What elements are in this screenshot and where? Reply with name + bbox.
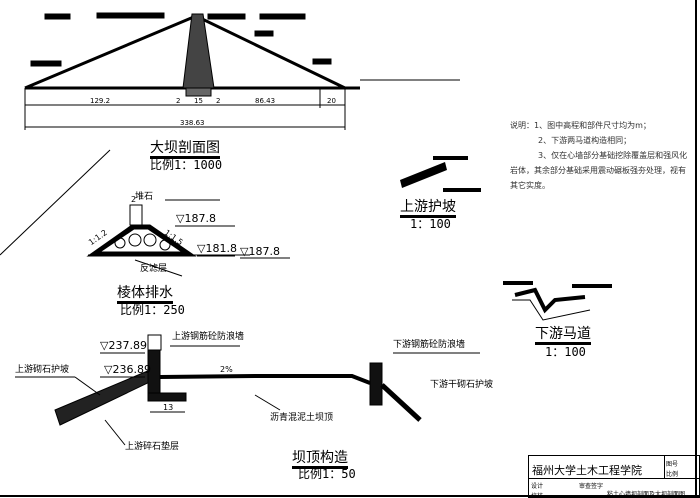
top-width-label: 2 — [131, 195, 137, 204]
filter-label: 反滤层 — [140, 264, 168, 274]
prism-title: 棱体排水 — [117, 286, 173, 304]
downstream-berm-scale: 1：100 — [545, 345, 586, 359]
dim-label: 86.43 — [255, 97, 276, 105]
dam-section-scale: 比例1：1000 — [150, 158, 223, 172]
cell-drawing-name: 粘土心墙坝剖面及大坝剖面图 — [607, 491, 686, 498]
note-line: 3、仅在心墙部分基础挖除覆盖层和强风化岩体，其余部分基础采用震动碾板强夯处理，视… — [510, 151, 688, 190]
dam-section-title: 大坝剖面图 — [150, 141, 220, 159]
cell-design: 设计 — [531, 483, 544, 490]
prism-drain-drawing — [0, 149, 290, 277]
dim-label: 20 — [327, 97, 336, 105]
downstream-berm-title: 下游马道 — [535, 327, 591, 345]
notes: 说明：1、图中高程和部件尺寸均为m； 2、下游两马道构造相同； 3、仅在心墙部分… — [510, 118, 690, 193]
upstream-protection-title: 上游护坡 — [400, 200, 456, 218]
dim-label: 2 — [176, 97, 181, 105]
elevation-label: ▽237.89 — [100, 339, 147, 352]
cell-sign: 审查签字 — [579, 483, 604, 490]
note-line: 说明：1、图中高程和部件尺寸均为m； — [510, 121, 651, 130]
cell-scale: 比例 — [666, 471, 679, 478]
down-wall-label: 下游钢筋砼防浪墙 — [393, 340, 466, 350]
elevation-label: ▽236.89 — [104, 363, 151, 376]
up-riprap-label: 上游砌石护坡 — [15, 365, 70, 375]
dam-section-drawing — [24, 12, 460, 130]
up-wall-label: 上游钢筋砼防浪墙 — [172, 332, 245, 342]
slope-label: 2% — [220, 365, 233, 374]
title-block: 福州大学土木工程学院 图号 比例 设计 校核 审查签字 粘土心墙坝剖面及大坝剖面… — [528, 455, 700, 498]
elevation-label: ▽187.8 — [176, 212, 216, 225]
note-line: 2、下游两马道构造相同； — [538, 136, 632, 145]
rock-label: 堆石 — [135, 192, 154, 202]
dim-label: 2 — [216, 97, 221, 105]
elevation-label: ▽181.8 — [197, 242, 237, 255]
crest-drawing — [15, 334, 480, 446]
crest-scale: 比例1：50 — [298, 467, 356, 481]
cell-drawing-no: 图号 — [666, 461, 679, 468]
width-label: 13 — [163, 403, 174, 412]
downstream-berm-drawing — [503, 281, 612, 321]
dim-label: 129.2 — [90, 97, 111, 105]
upstream-protection-drawing — [400, 156, 481, 192]
down-riprap-label: 下游干砌石护坡 — [430, 380, 494, 390]
upstream-protection-scale: 1：100 — [410, 217, 451, 231]
elevation-label: ▽187.8 — [240, 245, 280, 258]
dim-total: 338.63 — [180, 119, 205, 127]
asphalt-label: 沥青混泥土坝顶 — [270, 413, 334, 423]
dim-label: 15 — [194, 97, 203, 105]
gravel-label: 上游碎石垫层 — [125, 442, 180, 452]
school-name: 福州大学土木工程学院 — [532, 464, 642, 477]
cell-check: 校核 — [531, 493, 544, 498]
crest-title: 坝顶构造 — [292, 451, 348, 469]
prism-scale: 比例1：250 — [120, 303, 185, 317]
